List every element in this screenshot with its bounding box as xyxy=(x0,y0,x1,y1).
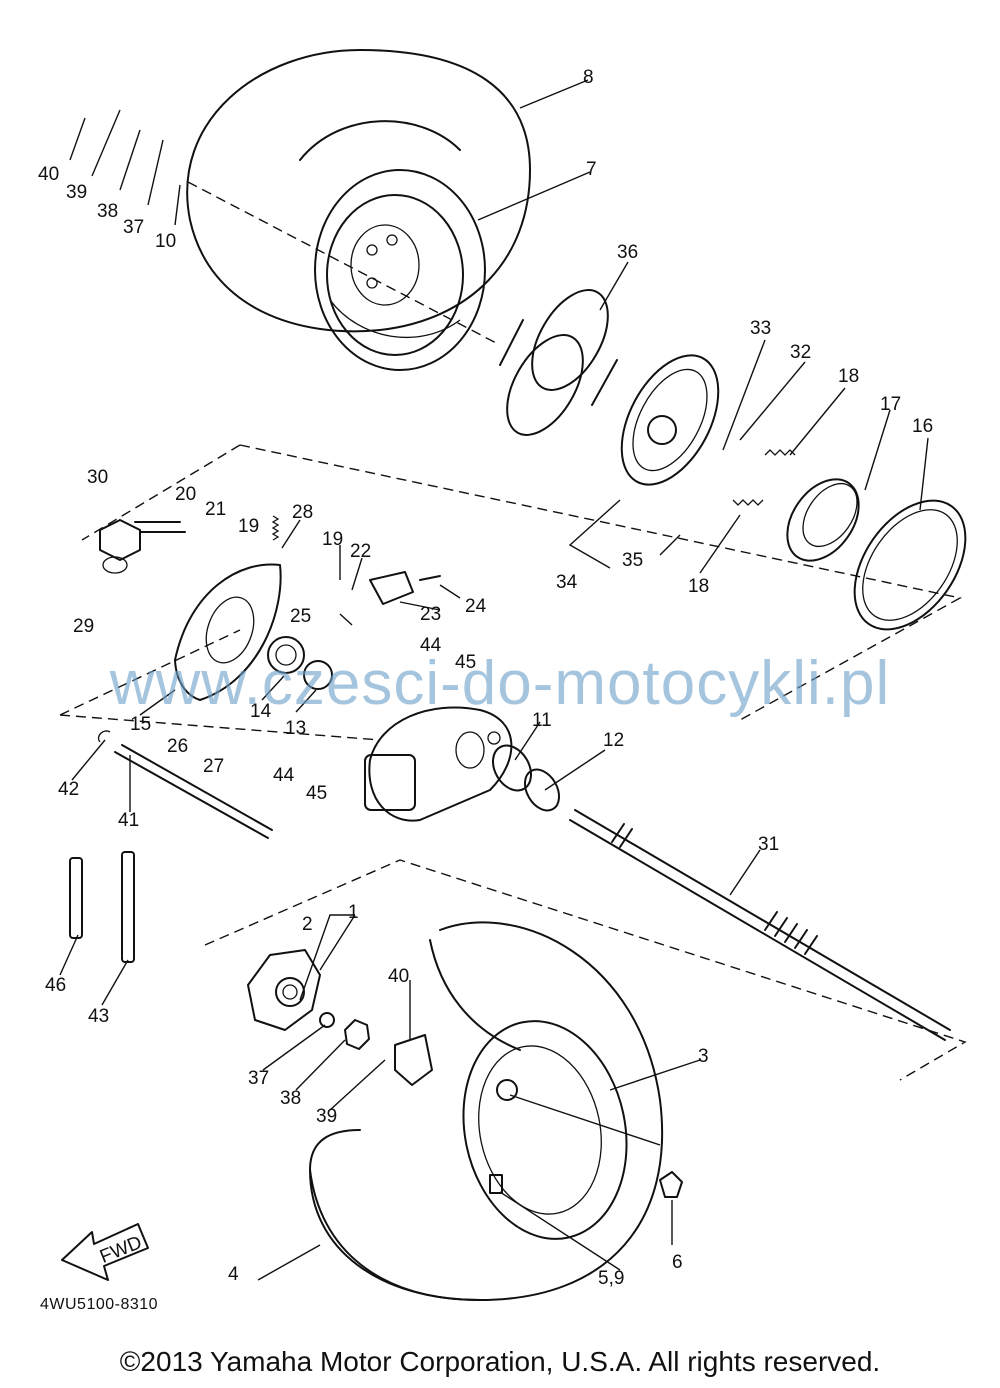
callout-label: 30 xyxy=(87,467,108,488)
callout-label: 10 xyxy=(155,231,176,252)
upper-wheel-illustration xyxy=(186,49,531,371)
callout-label: 45 xyxy=(455,652,476,673)
callout-label: 36 xyxy=(617,242,638,263)
callout-label: 40 xyxy=(38,164,59,185)
callout-label: 3 xyxy=(698,1046,709,1067)
leader-lines xyxy=(59,79,929,1281)
callout-label: 34 xyxy=(556,572,578,593)
callout-label: 33 xyxy=(750,318,771,339)
callout-label: 24 xyxy=(465,596,487,617)
callout-label: 37 xyxy=(248,1068,269,1089)
callout-label: 8 xyxy=(583,67,594,88)
callout-label: 17 xyxy=(880,394,901,415)
assembly-lines xyxy=(59,181,967,1081)
callout-label: 22 xyxy=(350,541,371,562)
callout-label: 41 xyxy=(118,810,139,831)
lower-wheel-illustration xyxy=(309,921,683,1301)
callout-label: 38 xyxy=(97,201,118,222)
callout-label: 14 xyxy=(250,701,272,722)
callout-label: 29 xyxy=(73,616,94,637)
callout-label: 5,9 xyxy=(598,1268,624,1289)
callout-label: 46 xyxy=(45,975,66,996)
brake-plate-illustration xyxy=(99,515,441,701)
callout-label: 39 xyxy=(66,182,87,203)
callout-label: 25 xyxy=(290,606,311,627)
brake-shoe-illustration xyxy=(732,449,967,631)
fwd-label: FWD xyxy=(97,1232,145,1268)
callout-labels: 1 2 3 4 5,9 6 7 8 10 11 12 13 14 15 16 1… xyxy=(38,67,933,1289)
callout-label: 39 xyxy=(316,1106,337,1127)
callout-label: 23 xyxy=(420,604,441,625)
callout-label: 28 xyxy=(292,502,313,523)
callout-label: 44 xyxy=(420,635,442,656)
callout-label: 15 xyxy=(130,714,151,735)
callout-label: 27 xyxy=(203,756,224,777)
callout-label: 43 xyxy=(88,1006,109,1027)
callout-label: 44 xyxy=(273,765,295,786)
callout-label: 7 xyxy=(586,159,597,180)
callout-label: 37 xyxy=(123,217,144,238)
callout-label: 45 xyxy=(306,783,327,804)
copyright-notice: ©2013 Yamaha Motor Corporation, U.S.A. A… xyxy=(119,1346,881,1377)
diagram-code: 4WU5100-8310 xyxy=(40,1296,159,1313)
callout-label: 13 xyxy=(285,718,306,739)
callout-label: 18 xyxy=(838,366,859,387)
watermark-text: www.czesci-do-motocykli.pl xyxy=(109,649,891,718)
axle-shaft-illustration xyxy=(569,809,951,1041)
brake-panel-illustration xyxy=(620,354,720,486)
callout-label: 19 xyxy=(238,516,259,537)
brake-drum-illustration xyxy=(499,289,618,436)
callout-label: 32 xyxy=(790,342,811,363)
callout-label: 11 xyxy=(532,710,552,731)
callout-label: 35 xyxy=(622,550,643,571)
callout-label: 4 xyxy=(228,1264,239,1285)
callout-label: 42 xyxy=(58,779,79,800)
callout-label: 26 xyxy=(167,736,188,757)
callout-label: 40 xyxy=(388,966,409,987)
callout-label: 16 xyxy=(912,416,933,437)
callout-label: 1 xyxy=(348,902,359,923)
forward-arrow-icon: FWD xyxy=(61,1223,149,1281)
axle-pin-illustration xyxy=(69,730,273,963)
hub-illustration xyxy=(247,949,433,1086)
callout-label: 21 xyxy=(205,499,226,520)
callout-label: 19 xyxy=(322,529,343,550)
callout-label: 2 xyxy=(302,914,313,935)
callout-label: 12 xyxy=(603,730,624,751)
callout-label: 38 xyxy=(280,1088,301,1109)
callout-label: 31 xyxy=(758,834,779,855)
callout-label: 18 xyxy=(688,576,709,597)
callout-label: 20 xyxy=(175,484,196,505)
callout-label: 6 xyxy=(672,1252,683,1273)
